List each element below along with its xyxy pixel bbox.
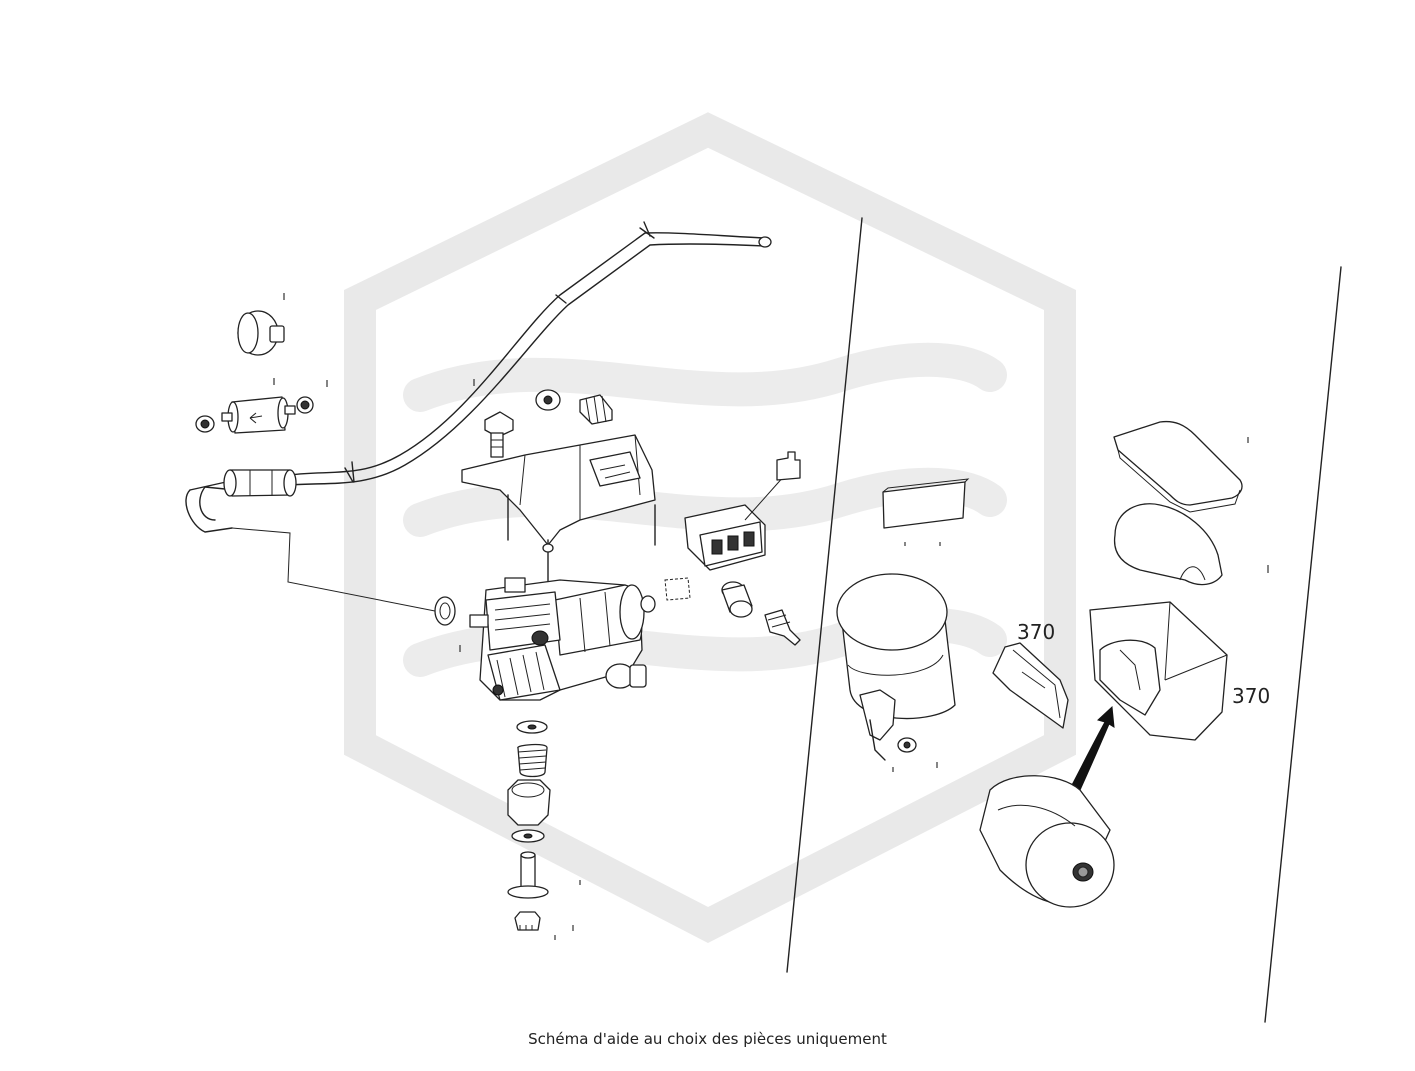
fitting-square	[664, 577, 691, 601]
clamp-ring	[434, 596, 456, 626]
valve-block	[684, 451, 801, 571]
divider-line-2	[1264, 266, 1342, 1023]
filter-cap	[237, 310, 285, 356]
divider-line-1	[786, 217, 863, 973]
filter-cartridge	[979, 775, 1115, 908]
small-filter	[195, 396, 314, 434]
callout-370-bracket: 370	[1017, 620, 1055, 644]
mount-stack	[507, 720, 551, 931]
air-pipe	[289, 221, 772, 486]
callout-370-housing: 370	[1232, 684, 1270, 708]
connector-fitting-1	[721, 581, 753, 618]
washer-top	[535, 389, 561, 411]
leader-line	[231, 527, 441, 613]
filter-pad	[882, 478, 970, 529]
cylinder-filter	[836, 573, 956, 761]
tick-marks-right	[892, 437, 1269, 772]
air-compressor	[469, 577, 656, 701]
bracket-370	[992, 642, 1069, 729]
inline-filter	[185, 469, 297, 533]
caption: Schéma d'aide au choix des pièces unique…	[528, 1030, 887, 1048]
bolt	[484, 411, 514, 458]
housing-370	[1089, 601, 1228, 741]
housing-lid	[1113, 420, 1243, 513]
threaded-fitting	[579, 394, 613, 425]
tick-marks	[273, 293, 581, 940]
housing-cover	[1113, 503, 1223, 586]
mounting-bracket	[461, 434, 656, 591]
arrow-icon	[1071, 705, 1115, 791]
connector-fitting-2	[764, 609, 801, 646]
